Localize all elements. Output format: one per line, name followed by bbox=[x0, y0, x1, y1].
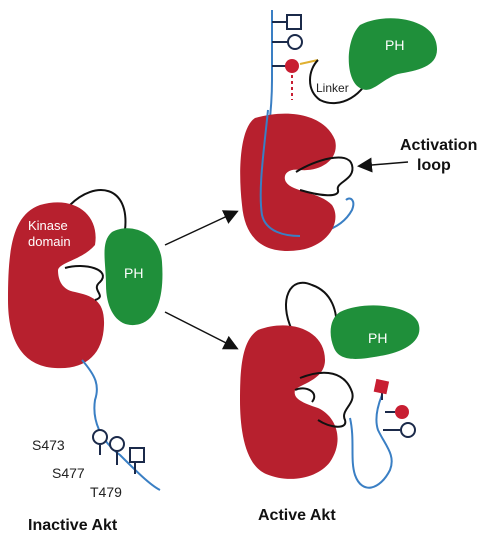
inactive-inner-loop bbox=[64, 264, 104, 301]
active-akt-bottom: PH Active Akt bbox=[240, 281, 420, 524]
inactive-kinase-domain bbox=[8, 202, 105, 369]
bottom-tail bbox=[349, 394, 393, 489]
site-s477-label: S477 bbox=[52, 465, 85, 481]
activation-loop bbox=[295, 156, 354, 197]
arrow-to-top bbox=[164, 210, 239, 246]
top-ph-domain bbox=[348, 18, 438, 90]
active-caption: Active Akt bbox=[258, 507, 336, 524]
inactive-site-markers bbox=[92, 429, 145, 474]
active-akt-top: Linker PH Activation loop bbox=[240, 10, 477, 251]
activation-arrow bbox=[357, 157, 409, 173]
site-s473-label: S473 bbox=[32, 437, 65, 453]
kinase-label-line1: Kinase bbox=[28, 218, 68, 233]
inactive-tail bbox=[81, 359, 161, 491]
bottom-t479-phospho bbox=[373, 378, 390, 395]
bottom-ph-label: PH bbox=[368, 330, 387, 346]
inactive-linker-loop bbox=[69, 189, 127, 231]
inactive-akt: Kinase domain PH S473 S477 T479 Inactive… bbox=[8, 189, 163, 534]
top-s477-marker bbox=[287, 34, 303, 50]
top-s473-phospho bbox=[285, 59, 299, 73]
bottom-s477-phospho bbox=[395, 405, 409, 419]
bottom-kinase-domain bbox=[240, 325, 338, 479]
inactive-caption: Inactive Akt bbox=[28, 517, 118, 534]
kinase-label-line2: domain bbox=[28, 234, 71, 249]
top-kinase-domain bbox=[240, 113, 336, 251]
s477-marker bbox=[109, 436, 125, 452]
bottom-linker-loop bbox=[284, 281, 338, 331]
bottom-ph-domain bbox=[330, 305, 420, 359]
linker-label: Linker bbox=[316, 81, 349, 95]
activation-label-line1: Activation bbox=[400, 137, 477, 154]
bottom-inner-loop bbox=[299, 371, 354, 428]
top-ph-label: PH bbox=[385, 37, 404, 53]
bottom-s473-marker bbox=[400, 422, 416, 438]
s473-marker bbox=[92, 429, 108, 445]
activation-label-line2: loop bbox=[417, 157, 451, 174]
inactive-ph-label: PH bbox=[124, 265, 143, 281]
top-t479-marker bbox=[286, 14, 302, 30]
t479-marker bbox=[129, 447, 145, 463]
site-t479-label: T479 bbox=[90, 484, 122, 500]
arrow-to-bottom bbox=[164, 311, 239, 350]
inactive-ph-domain bbox=[104, 228, 163, 326]
